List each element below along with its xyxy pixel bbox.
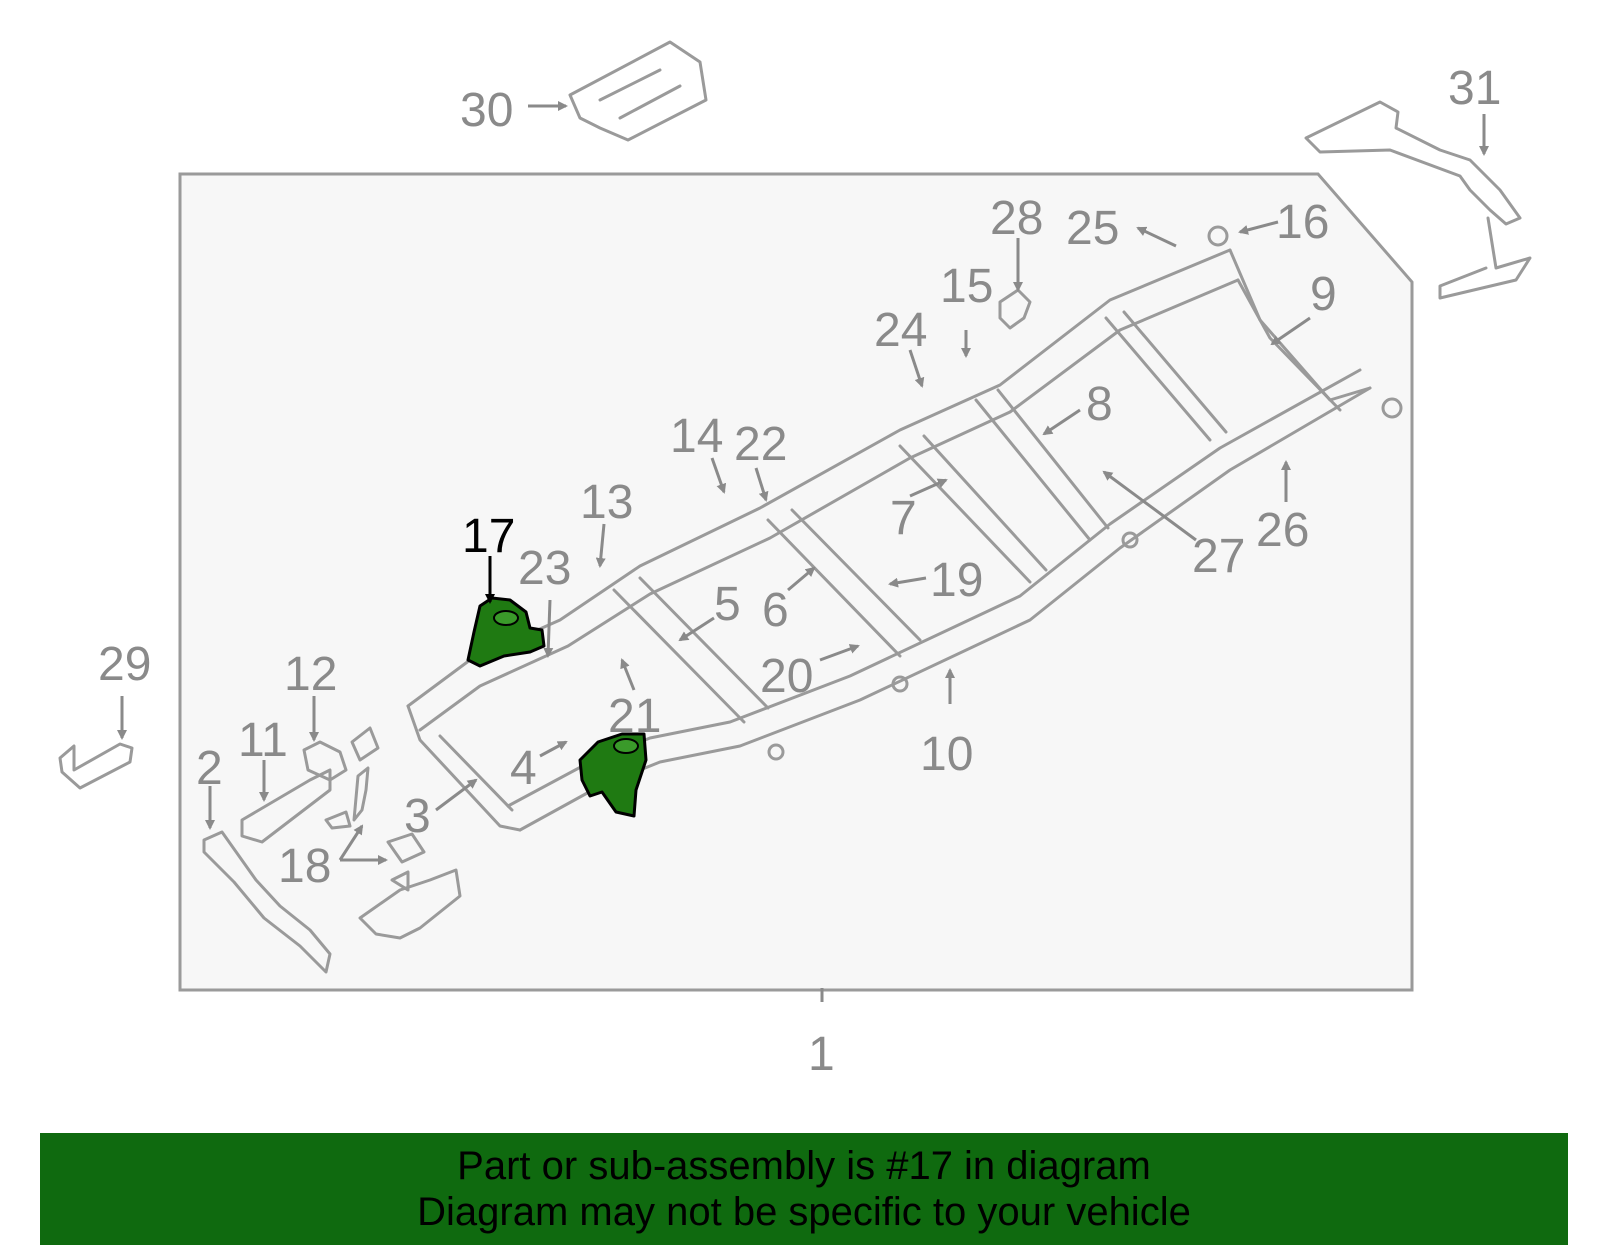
callout-18: 18 (278, 840, 331, 893)
callout-2: 2 (196, 742, 223, 795)
callout-1: 1 (808, 1028, 835, 1081)
callout-13: 13 (580, 476, 633, 529)
callout-11: 11 (238, 714, 288, 767)
banner-line-part: Part or sub-assembly is #17 in diagram (457, 1144, 1151, 1188)
callout-22: 22 (734, 418, 787, 471)
callout-24: 24 (874, 304, 927, 357)
callout-10: 10 (920, 728, 973, 781)
callout-12: 12 (284, 648, 337, 701)
callout-28: 28 (990, 192, 1043, 245)
callout-14: 14 (670, 410, 723, 463)
callout-31: 31 (1448, 62, 1501, 115)
callout-20: 20 (760, 650, 813, 703)
part-2-rail (202, 830, 332, 974)
part-info-banner: Part or sub-assembly is #17 in diagram D… (40, 1133, 1568, 1245)
callout-6: 6 (762, 584, 789, 637)
part-31-bracket (1304, 100, 1532, 300)
banner-line-disclaimer: Diagram may not be specific to your vehi… (417, 1190, 1191, 1234)
callout-16: 16 (1276, 196, 1329, 249)
callout-25: 25 (1066, 202, 1119, 255)
callout-27: 27 (1192, 530, 1245, 583)
part-12-bracket (302, 726, 380, 782)
callout-8: 8 (1086, 378, 1113, 431)
part-17-mount-lower (578, 732, 648, 818)
callout-30: 30 (460, 84, 513, 137)
part-29-bracket (58, 742, 134, 790)
callout-7: 7 (890, 492, 917, 545)
callout-17: 17 (462, 510, 515, 563)
frame-assembly (406, 225, 1403, 832)
callout-4: 4 (510, 742, 537, 795)
part-11-member (240, 768, 332, 844)
part-18-brackets (324, 766, 462, 940)
callout-23: 23 (518, 542, 571, 595)
callout-21: 21 (608, 690, 661, 743)
part-30-shield (568, 40, 708, 142)
part-17-mount-upper (466, 596, 546, 668)
callout-3: 3 (404, 790, 431, 843)
callout-19: 19 (930, 554, 983, 607)
leader-lines (117, 101, 1489, 1002)
callout-5: 5 (714, 578, 741, 631)
callout-29: 29 (98, 638, 151, 691)
callout-15: 15 (940, 260, 993, 313)
callout-26: 26 (1256, 504, 1309, 557)
callout-9: 9 (1310, 268, 1337, 321)
